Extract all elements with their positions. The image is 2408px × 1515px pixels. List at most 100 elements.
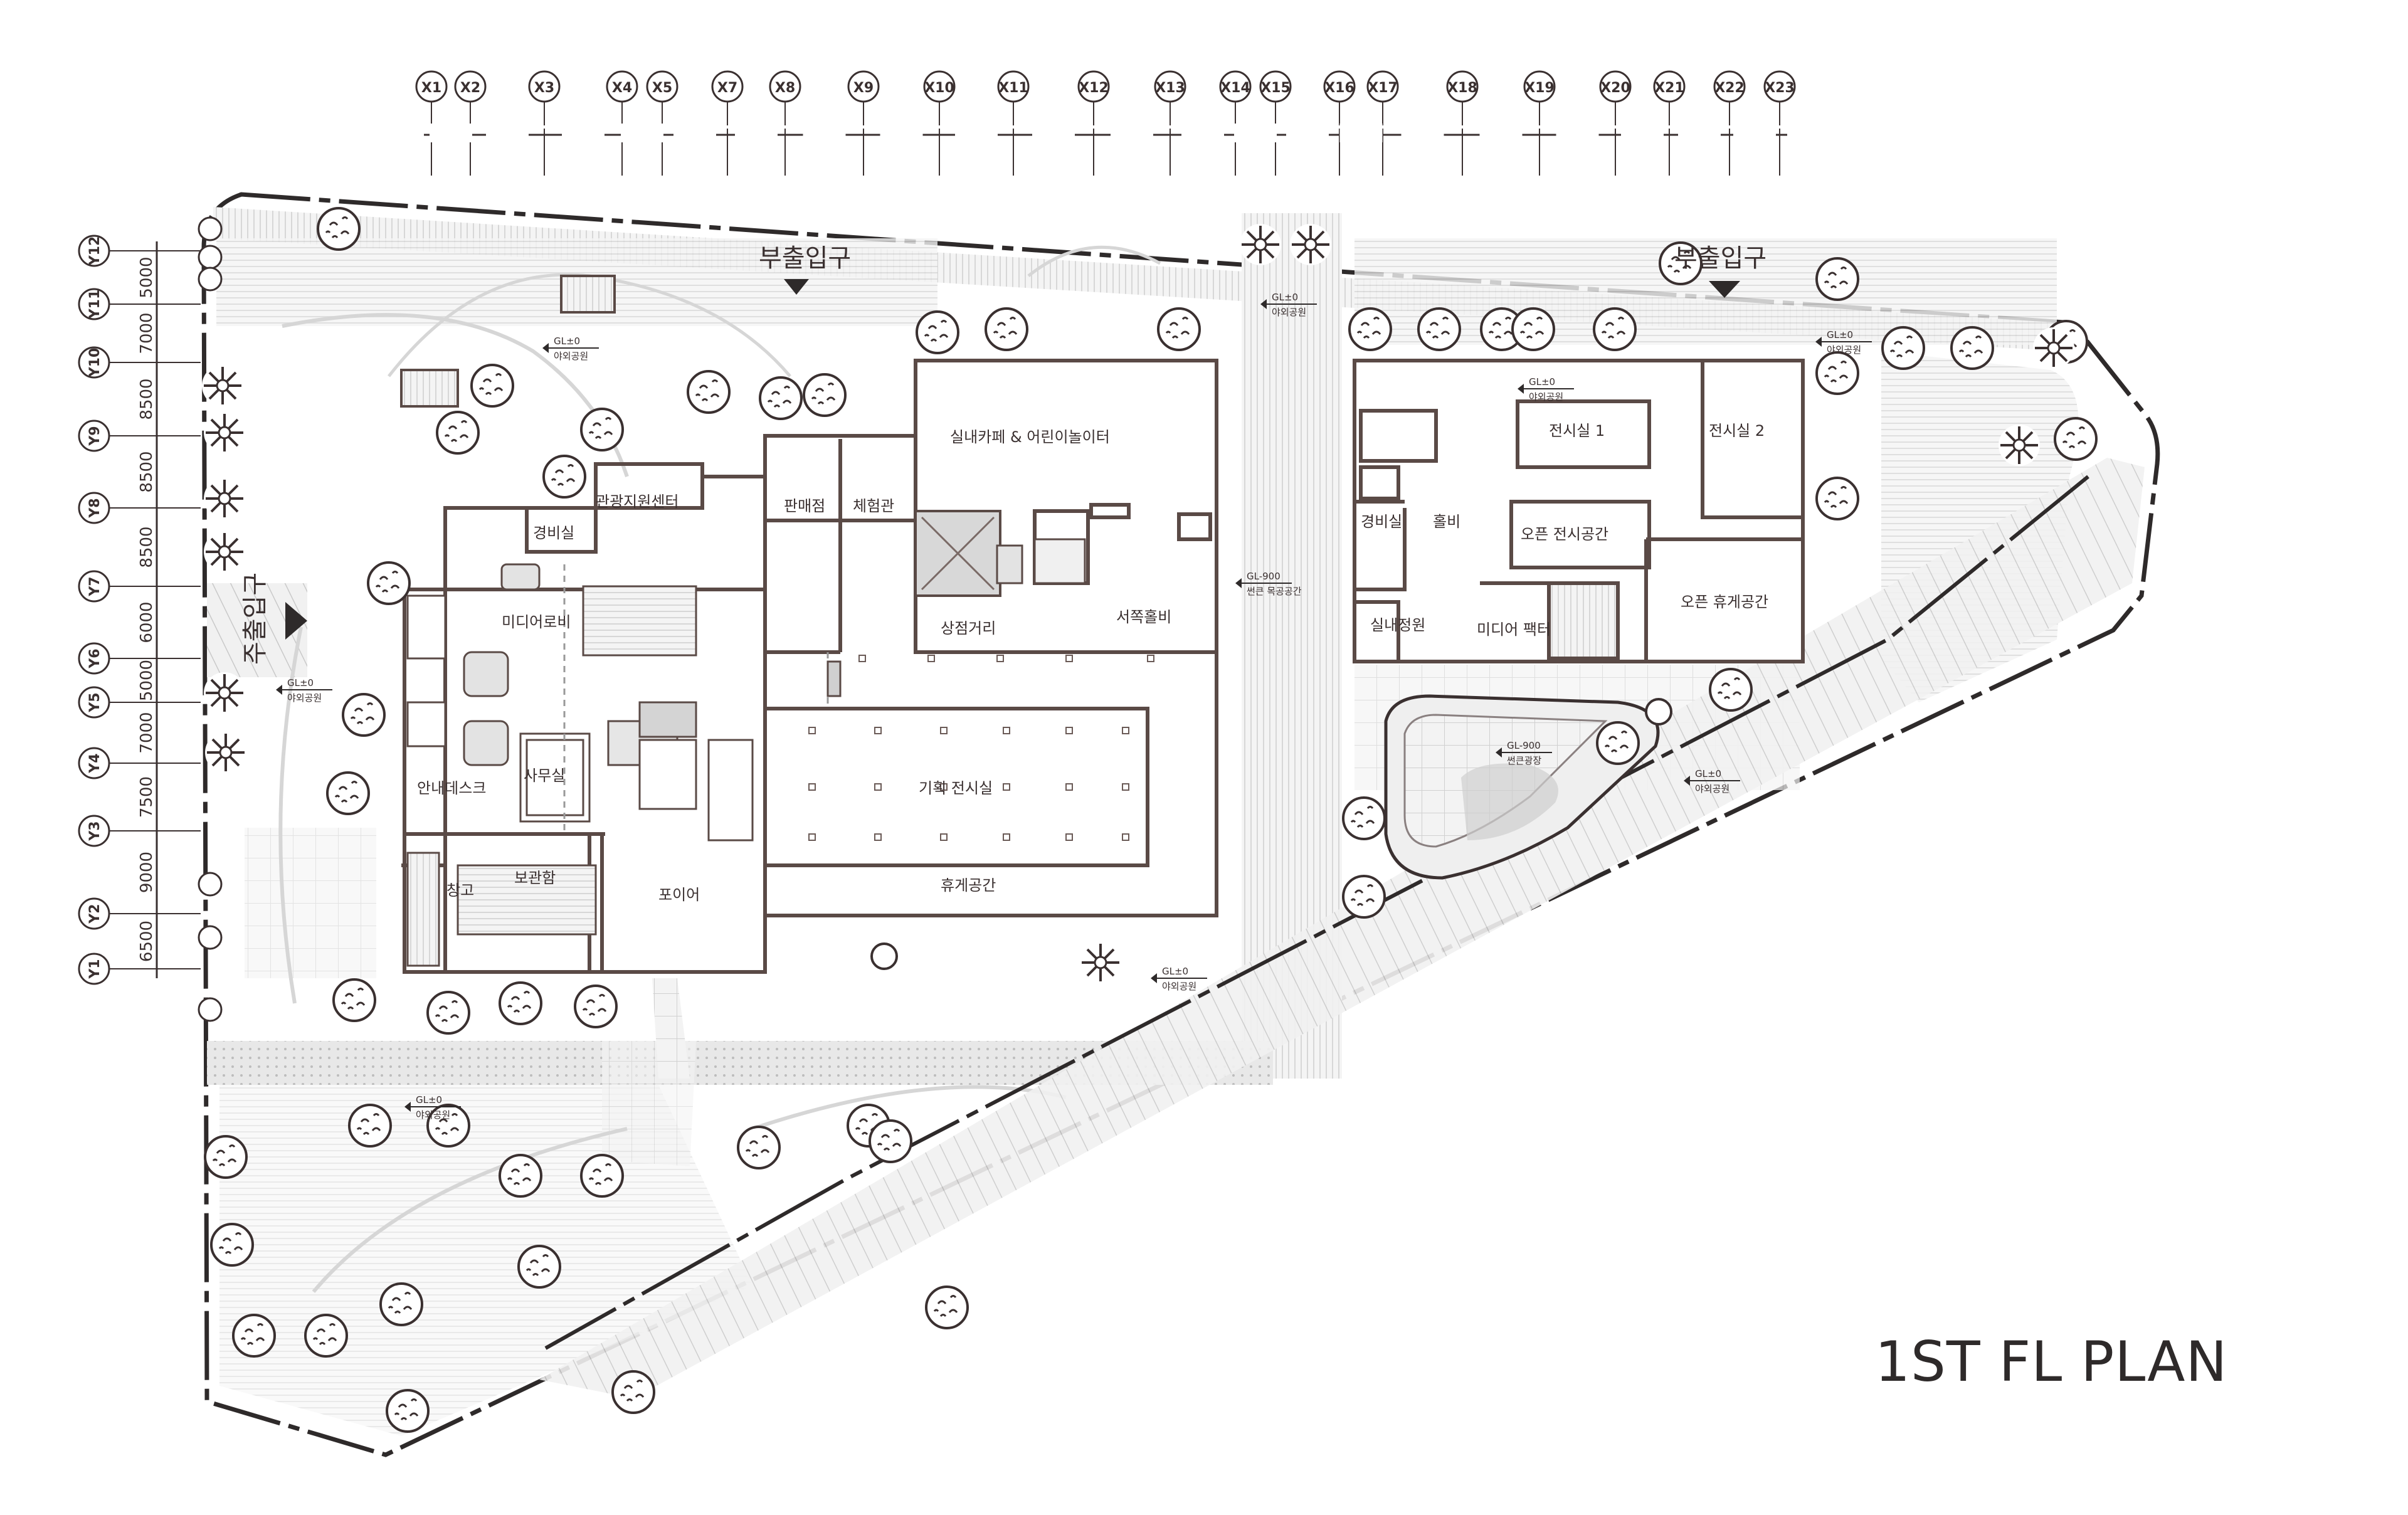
label-indoor-cafe: 실내카페 & 어린이놀이터 xyxy=(950,428,1110,446)
label-info-desk: 안내데스크 xyxy=(417,779,486,797)
dimension-y: 9000 xyxy=(137,852,156,893)
tree-icon xyxy=(542,455,586,499)
label-open-rest: 오픈 휴게공간 xyxy=(1681,593,1768,611)
svg-text:GL-900: GL-900 xyxy=(1247,571,1281,582)
tree-icon xyxy=(1815,257,1859,301)
svg-text:X16: X16 xyxy=(1324,80,1354,96)
grid-x-dimensions: 5000850085004500700070008500850085009000… xyxy=(424,124,1787,176)
label-exhibit-1: 전시실 1 xyxy=(1549,422,1605,440)
svg-text:부출입구: 부출입구 xyxy=(759,244,851,273)
column xyxy=(1065,655,1073,662)
sunken-plaza xyxy=(1384,694,1660,880)
grid-bubble-x: X21 xyxy=(1653,70,1686,125)
tree-icon xyxy=(379,1282,423,1326)
label-warehouse: 창고 xyxy=(446,882,474,899)
pine-tree-icon xyxy=(1079,941,1122,984)
grid-bubble-x: X20 xyxy=(1599,70,1632,125)
column xyxy=(940,783,948,791)
column xyxy=(1122,833,1129,841)
dimension-y: 5000 xyxy=(137,660,156,701)
svg-text:야외공원: 야외공원 xyxy=(1529,391,1563,403)
svg-text:GL±0: GL±0 xyxy=(287,677,314,689)
tree-icon xyxy=(1511,307,1555,351)
column xyxy=(808,727,816,734)
label-planning-exhibit: 기획 전시실 xyxy=(919,779,993,797)
tree-icon xyxy=(687,370,731,414)
column xyxy=(1147,655,1154,662)
tree-icon xyxy=(426,991,470,1035)
shrub-icon xyxy=(198,997,223,1022)
label-sales: 판매점 xyxy=(784,497,825,515)
label-security: 경비실 xyxy=(533,524,574,542)
pine-tree-icon xyxy=(203,477,246,520)
grid-bubble-x: X5 xyxy=(646,70,679,125)
pine-tree-icon xyxy=(201,364,245,408)
tree-icon xyxy=(1596,721,1640,765)
grid-bubble-x: X7 xyxy=(711,70,744,125)
svg-text:X20: X20 xyxy=(1600,80,1630,96)
label-experience: 체험관 xyxy=(853,497,894,515)
grid-bubble-x: X16 xyxy=(1323,70,1356,125)
grid-bubble-x: X13 xyxy=(1154,70,1186,125)
grid-bubble-x: X22 xyxy=(1713,70,1746,125)
tree-icon xyxy=(1593,307,1637,351)
tree-icon xyxy=(580,1154,624,1198)
tree-icon xyxy=(210,1223,254,1267)
tree-icon xyxy=(1815,477,1859,520)
column xyxy=(1065,783,1073,791)
grid-bubble-x: X14 xyxy=(1219,70,1252,125)
column xyxy=(808,833,816,841)
column xyxy=(1122,727,1129,734)
svg-text:X13: X13 xyxy=(1155,80,1185,96)
grid-bubble-x: X12 xyxy=(1077,70,1110,125)
tree-icon xyxy=(499,981,542,1025)
tree-icon xyxy=(985,307,1028,351)
svg-text:GL±0: GL±0 xyxy=(1827,329,1853,340)
svg-text:X14: X14 xyxy=(1220,80,1250,96)
tree-icon xyxy=(304,1314,348,1358)
tree-icon xyxy=(1709,668,1753,712)
svg-text:X11: X11 xyxy=(998,80,1028,96)
svg-text:X17: X17 xyxy=(1368,80,1398,96)
entrance-north-1: 부출입구 xyxy=(759,244,851,295)
svg-text:X9: X9 xyxy=(853,80,874,96)
svg-text:X5: X5 xyxy=(652,80,672,96)
pine-tree-icon xyxy=(1997,423,2041,467)
label-exhibit-2: 전시실 2 xyxy=(1709,422,1765,440)
column xyxy=(874,783,882,791)
grid-bubble-x: X9 xyxy=(847,70,880,125)
svg-text:X15: X15 xyxy=(1260,80,1291,96)
svg-text:GL-900: GL-900 xyxy=(1507,740,1541,751)
level-marker: GL-900 썬큰광장 xyxy=(1496,740,1552,766)
grid-bubble-y: Y12 xyxy=(78,235,150,267)
tree-icon xyxy=(737,1126,781,1169)
svg-text:Y3: Y3 xyxy=(87,821,103,841)
tree-icon xyxy=(348,1104,392,1148)
column xyxy=(874,727,882,734)
column xyxy=(1003,727,1010,734)
svg-text:Y11: Y11 xyxy=(87,290,103,320)
label-storage: 보관함 xyxy=(514,869,556,887)
grid-bubble-x: X4 xyxy=(606,70,638,125)
column xyxy=(1003,833,1010,841)
svg-text:X7: X7 xyxy=(717,80,737,96)
svg-text:Y5: Y5 xyxy=(87,692,103,712)
grid-bubble-x: X19 xyxy=(1523,70,1556,125)
shrub-icon xyxy=(870,942,898,970)
dimension-y: 8500 xyxy=(137,526,156,567)
tree-icon xyxy=(2054,417,2098,461)
column xyxy=(1122,783,1129,791)
svg-text:썬큰광장: 썬큰광장 xyxy=(1507,755,1541,766)
grid-bubble-y: Y6 xyxy=(78,642,150,675)
tree-icon xyxy=(1342,875,1386,919)
label-shopping-street: 상점거리 xyxy=(941,620,996,637)
svg-text:Y4: Y4 xyxy=(87,753,103,773)
svg-text:Y6: Y6 xyxy=(87,648,103,668)
svg-text:GL±0: GL±0 xyxy=(1162,966,1188,977)
svg-text:야외공원: 야외공원 xyxy=(1162,981,1196,992)
dimension-y: 7500 xyxy=(137,776,156,818)
